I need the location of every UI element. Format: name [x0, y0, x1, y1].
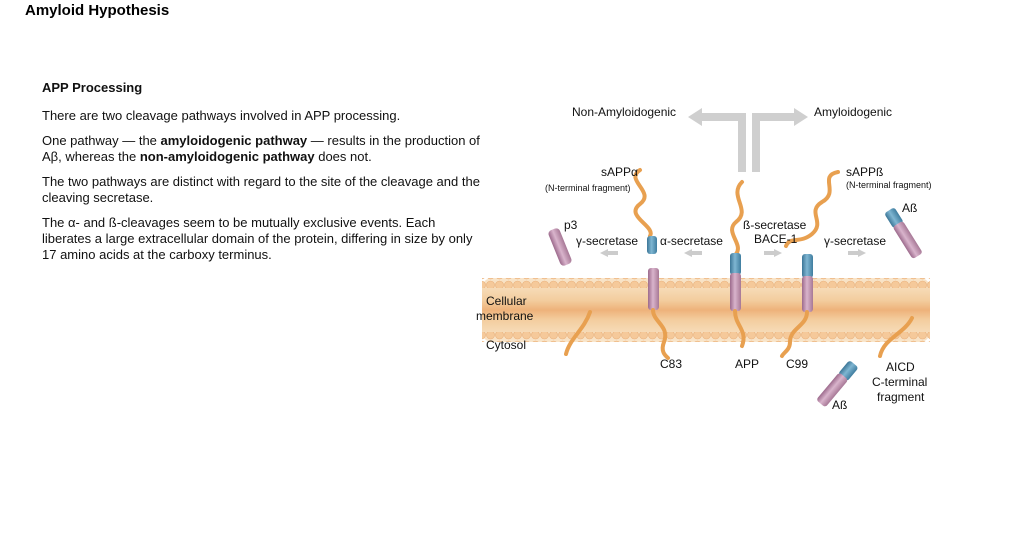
membrane-label: membrane	[476, 309, 534, 323]
c83-label: C83	[660, 357, 682, 371]
abeta-top-peptide	[885, 208, 922, 259]
sappb-label: sAPPß	[846, 165, 883, 179]
app-cytosolic-tail	[733, 309, 746, 348]
non-amyloidogenic-term: non-amyloidogenic pathway	[139, 149, 315, 164]
amyloidogenic-label: Amyloidogenic	[814, 105, 892, 119]
beta-secretase-label: ß-secretase	[743, 218, 807, 232]
sappa-label: sAPPα	[601, 165, 638, 179]
sappa-sublabel: (N-terminal fragment)	[545, 183, 631, 193]
c99-label: C99	[786, 357, 808, 371]
c83-segment	[648, 268, 659, 310]
alpha-secretase-label: α-secretase	[660, 234, 723, 248]
aicd-label: AICD	[886, 360, 915, 374]
sappa-blue-segment	[647, 236, 657, 254]
cytosol-fragment-left	[564, 310, 592, 356]
p3-peptide	[548, 228, 572, 266]
c99-blue-segment	[802, 254, 813, 278]
paragraph-cleavage-site: The two pathways are distinct with regar…	[42, 174, 480, 205]
description-panel: APP Processing There are two cleavage pa…	[42, 80, 482, 272]
aicd-fragment	[878, 316, 914, 358]
page-title: Amyloid Hypothesis	[25, 2, 170, 19]
app-label: APP	[735, 357, 759, 371]
abeta-bottom-label: Aß	[832, 398, 847, 412]
gamma-secretase-left-label: γ-secretase	[576, 234, 638, 248]
p3-label: p3	[564, 218, 578, 232]
sappb-fragment	[784, 170, 840, 248]
pathways-text-1: One pathway — the	[42, 133, 161, 148]
process-arrows	[600, 249, 866, 257]
fragment-label: fragment	[877, 390, 925, 404]
cell-membrane	[482, 278, 930, 342]
app-abeta-blue	[730, 253, 741, 275]
section-heading: APP Processing	[42, 80, 143, 95]
paragraph-pathways: One pathway — the amyloidogenic pathway …	[42, 133, 482, 165]
paragraph-mutually-exclusive: The α- and ß-cleavages seem to be mutual…	[42, 215, 473, 262]
cytosol-label: Cytosol	[486, 338, 526, 352]
pathways-text-2: — results in the production of Aβ, where…	[42, 133, 480, 164]
abeta-bottom-peptide	[817, 361, 858, 407]
paragraph-intro: There are two cleavage pathways involved…	[42, 108, 401, 123]
c-terminal-label: C-terminal	[872, 375, 927, 389]
app-abeta-mauve	[730, 273, 741, 311]
bace1-label: BACE-1	[754, 232, 798, 246]
abeta-top-label: Aß	[902, 201, 917, 215]
c83-tail	[651, 308, 670, 360]
sappb-sublabel: (N-terminal fragment)	[846, 180, 932, 190]
pathway-branch-arrows	[688, 108, 808, 172]
amyloidogenic-term: amyloidogenic pathway	[160, 133, 308, 148]
pathways-text-3: does not.	[314, 149, 372, 164]
gamma-secretase-right-label: γ-secretase	[824, 234, 886, 248]
c99-mauve-segment	[802, 276, 813, 312]
cellular-label: Cellular	[486, 294, 527, 308]
non-amyloidogenic-label: Non-Amyloidogenic	[572, 105, 676, 119]
c99-tail	[780, 310, 809, 358]
app-extracellular-domain	[730, 180, 744, 256]
sappa-fragment	[633, 168, 653, 238]
